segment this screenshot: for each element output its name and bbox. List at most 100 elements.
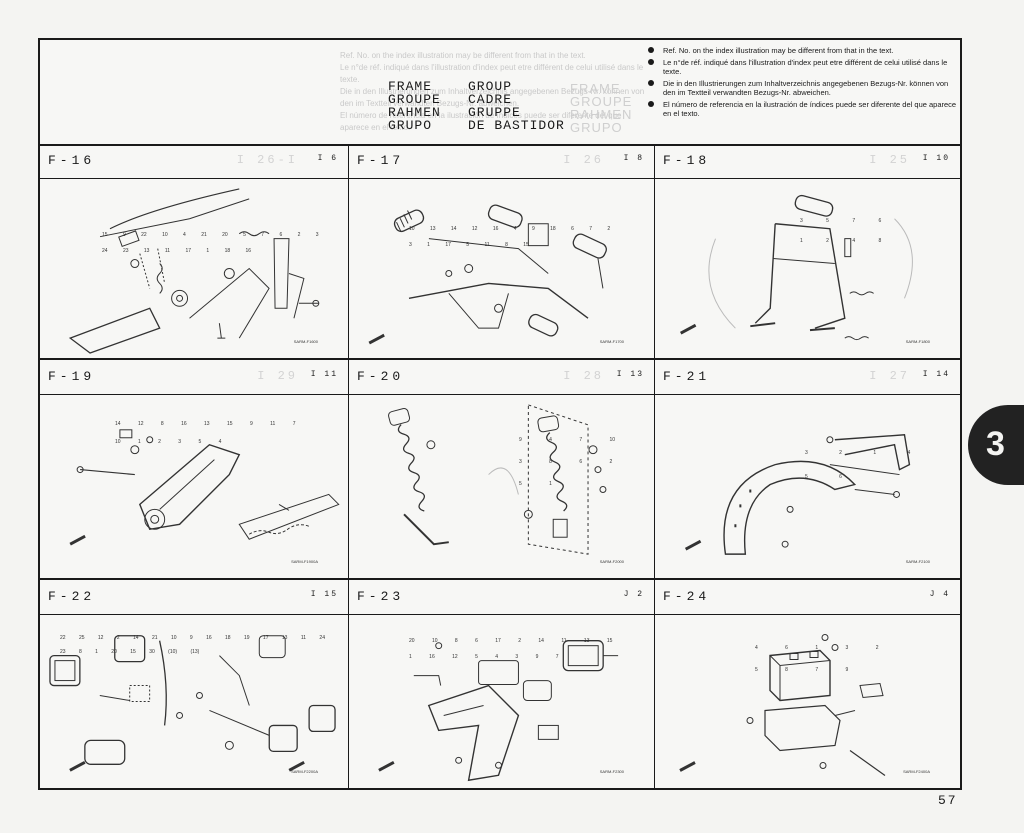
parts-diagram-f20 (388, 404, 607, 555)
callout: 4 (852, 238, 856, 244)
callout: 5 (755, 667, 758, 673)
callout: 3 (315, 232, 319, 238)
callout: 13 (143, 248, 150, 254)
title-row-fr: GROUPE CADRE (388, 93, 658, 106)
callout: 13 (583, 638, 590, 644)
callout: 7 (815, 667, 819, 673)
callout: 12 (97, 635, 104, 641)
callout: 30 (149, 649, 155, 655)
note-text: El número de referencia en la ilustració… (663, 99, 957, 119)
callout: 2 (158, 439, 161, 445)
chapter-tab[interactable]: 3 (968, 405, 1024, 485)
section-cell-f17[interactable]: F-17 I 26 I 8 (349, 144, 655, 360)
section-page-ref: I 10 (922, 154, 950, 163)
section-code: F-22 (48, 589, 96, 604)
title-word: CADRE (468, 92, 513, 107)
callout: 5 (519, 481, 522, 487)
section-code: F-24 (663, 589, 711, 604)
ghost-page-ref: I 29 (257, 369, 298, 383)
callout: 1 (206, 248, 210, 254)
parts-diagram-f22 (49, 635, 336, 772)
section-page-ref: I 13 (616, 370, 644, 379)
callout: 11 (270, 421, 276, 427)
callout: 16 (245, 248, 252, 254)
callout: 24 (319, 635, 325, 641)
callout: 9 (249, 421, 253, 427)
diagram-caption: SARM-F2100 (905, 559, 930, 564)
section-header: F-17 I 26 I 8 (349, 144, 654, 179)
callout: 17 (185, 248, 192, 254)
callout-numbers: 3 5 7 6 1 2 4 8 (800, 211, 900, 251)
diagram-caption: SARM-F1700 (599, 339, 624, 344)
callout-numbers: 4 6 1 3 2 5 8 7 9 (755, 637, 905, 681)
section-cell-f16[interactable]: F-16 I 26-I I 6 (40, 144, 349, 360)
callout: 1 (800, 238, 803, 244)
exploded-view-f18: 3 5 7 6 1 2 4 8 SARM-F1800 (655, 179, 960, 358)
exploded-view-f24: 4 6 1 3 2 5 8 7 9 SARM-F2400A (655, 615, 960, 788)
callout: 7 (852, 218, 856, 224)
chapter-tab-number: 3 (986, 425, 1005, 463)
section-code: F-23 (357, 589, 405, 604)
callout: 12 (471, 226, 478, 232)
callout: 15 (606, 638, 613, 644)
diagram-caption: SARM-F2300 (599, 769, 624, 774)
section-header: F-21 I 27 I 14 (655, 360, 960, 395)
callout: 10 (609, 437, 616, 443)
ghost-page-ref: I 26-I (236, 153, 298, 167)
callout: 10 (409, 226, 415, 232)
callout: 13 (204, 421, 210, 427)
section-header: F-18 I 25 I 10 (655, 144, 960, 179)
callout: 5 (466, 242, 470, 248)
callout: 8 (505, 242, 508, 248)
callout: 9 (122, 232, 126, 238)
parts-diagram-f24 (679, 634, 886, 776)
callout: 3 (845, 645, 849, 651)
catalog-page-frame: Ref. No. on the index illustration may b… (38, 38, 962, 790)
callout: 2 (839, 450, 842, 456)
bullet-icon (648, 100, 654, 107)
callout: 15 (523, 242, 529, 248)
callout-numbers: 20 10 8 6 17 2 14 11 13 15 1 16 12 5 4 3… (409, 633, 629, 665)
diagram-caption: SARM-F2200A (291, 769, 318, 774)
callout: 9 (519, 437, 522, 443)
callout: 11 (561, 638, 567, 644)
exploded-view-f17: 10 13 14 12 16 4 9 18 6 7 2 3 1 17 5 11 … (349, 179, 654, 358)
callout-numbers: 14 12 8 16 13 15 9 11 7 10 1 2 3 5 4 (115, 415, 315, 451)
callout: 2 (518, 638, 521, 644)
callout: 10 (115, 439, 121, 445)
callout: 20 (111, 649, 117, 655)
callout: 10 (431, 638, 438, 644)
section-cell-f18[interactable]: F-18 I 25 I 10 (655, 144, 960, 360)
section-cell-f24[interactable]: F-24 J 4 (655, 580, 960, 788)
page-header: Ref. No. on the index illustration may b… (40, 40, 960, 146)
diagram-caption: SARM-F1800 (905, 339, 930, 344)
section-cell-f19[interactable]: F-19 I 29 I 11 (40, 360, 349, 580)
callout: 3 (409, 242, 412, 248)
ghost-title-line: GROUPE (570, 94, 633, 109)
note-text: Le n°de réf. indiqué dans l'illustration… (663, 57, 948, 77)
callout: 4 (755, 645, 758, 651)
callout: 7 (292, 421, 296, 427)
callout: 5 (805, 474, 808, 480)
callout: 15 (102, 232, 108, 238)
section-cell-f22[interactable]: F-22 I 15 (40, 580, 349, 788)
callout-numbers: 3 2 1 4 5 6 (805, 441, 925, 489)
ghost-line: Le n°de réf. indiqué dans l'illustration… (340, 63, 644, 84)
ghost-page-ref: I 28 (563, 369, 604, 383)
callout: 7 (555, 654, 559, 660)
section-cell-f21[interactable]: F-21 I 27 I 14 3 2 1 4 (655, 360, 960, 580)
callout: 4 (218, 439, 222, 445)
callout: 3 (519, 459, 522, 465)
section-cell-f20[interactable]: F-20 I 28 I 13 (349, 360, 655, 580)
callout: 1 (815, 645, 819, 651)
callout: 17 (262, 635, 269, 641)
callout: 3 (515, 654, 519, 660)
callout: 18 (224, 248, 231, 254)
section-code: F-17 (357, 153, 405, 168)
section-cell-f23[interactable]: F-23 J 2 (349, 580, 655, 788)
callout: 10 (170, 635, 177, 641)
callout: 14 (450, 226, 457, 232)
